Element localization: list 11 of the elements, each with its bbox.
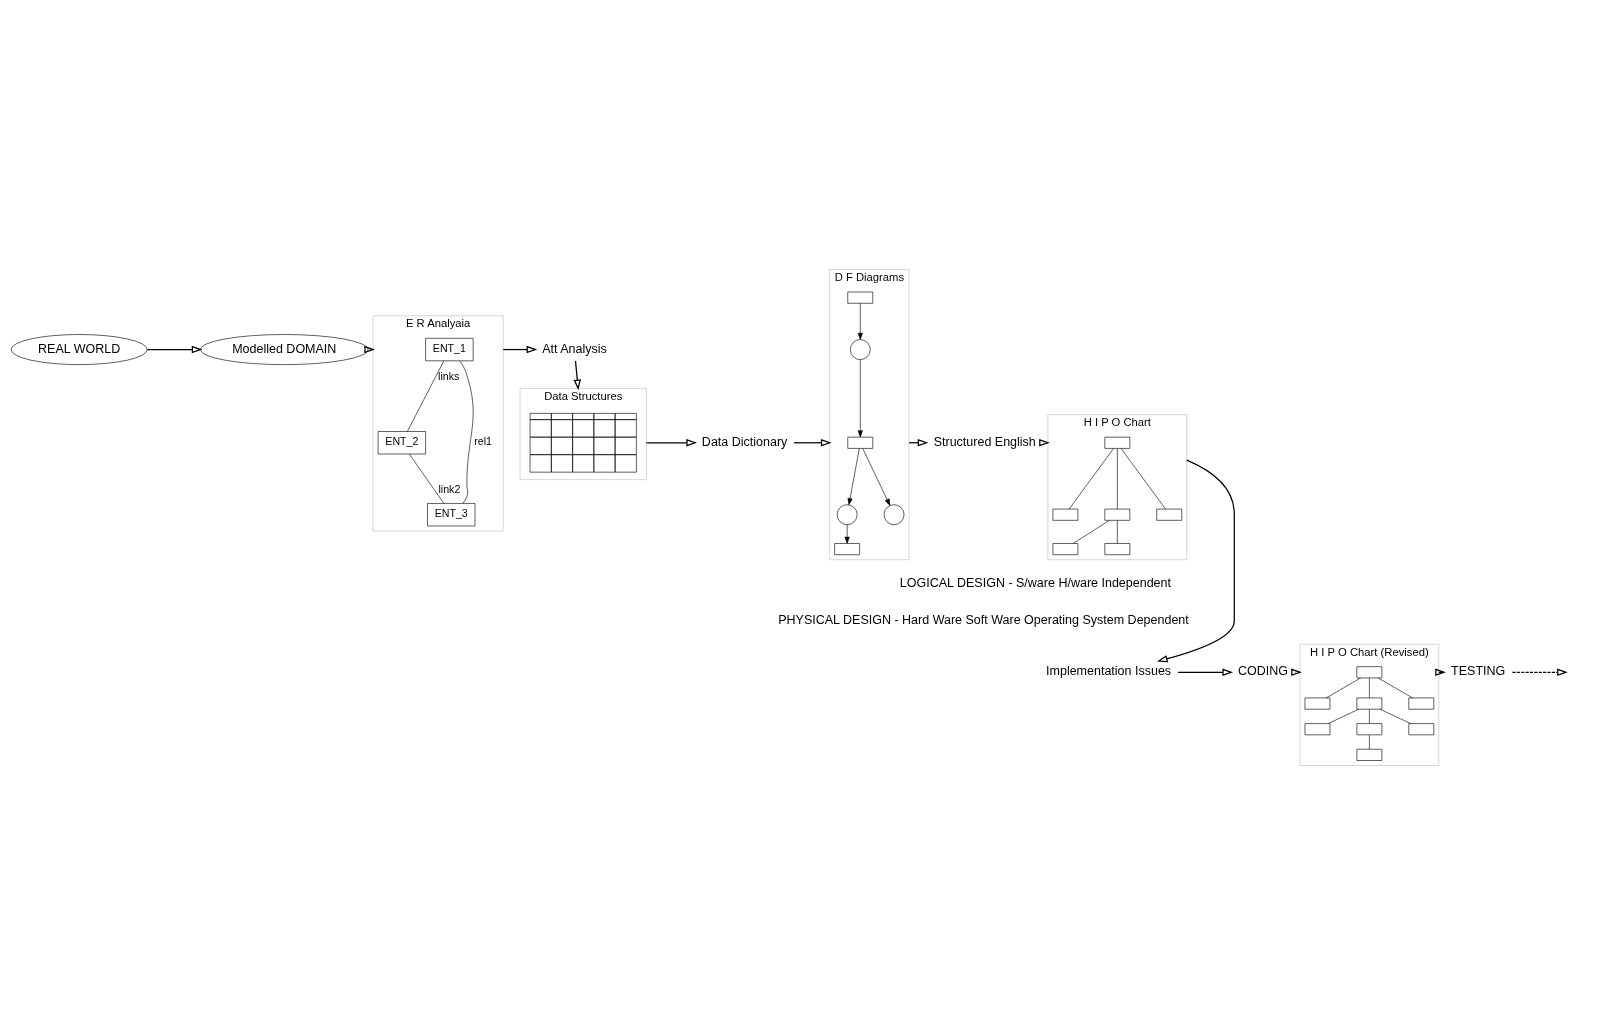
node-text: Att Analysis	[542, 341, 607, 356]
node-text: Structured English	[933, 434, 1036, 449]
label: LOGICAL DESIGN - S/ware H/ware Independent	[899, 575, 1171, 590]
edge-label: links	[438, 369, 460, 382]
node-text: Data Dictionary	[701, 434, 788, 449]
edge-label: link2	[438, 482, 461, 495]
node-text: TESTING	[1451, 663, 1506, 678]
edge-label: rel1	[474, 434, 493, 447]
label: PHYSICAL DESIGN - Hard Ware Soft Ware Operating System Dependent	[778, 612, 1189, 627]
node-text: Implementation Issues	[1046, 663, 1172, 678]
node-text: CODING	[1238, 663, 1289, 678]
